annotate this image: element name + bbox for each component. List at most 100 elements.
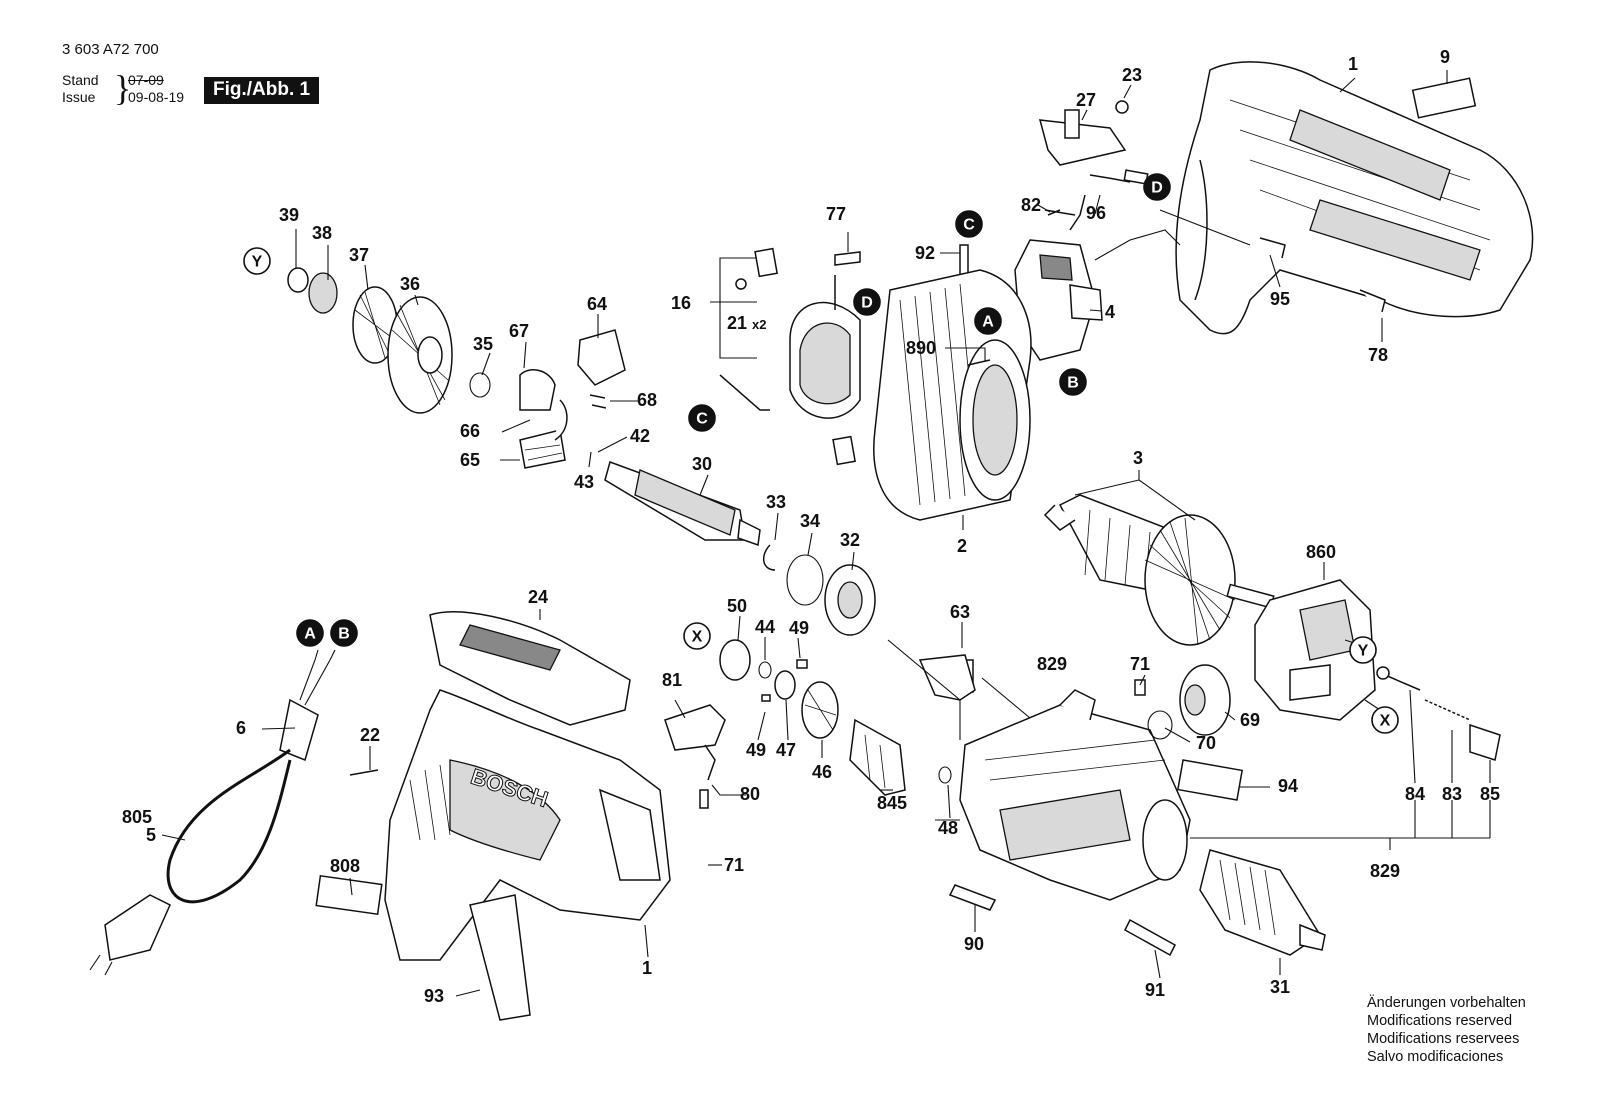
part-label-30: 30 bbox=[692, 454, 712, 474]
svg-text:A: A bbox=[982, 314, 994, 331]
part-label-63: 63 bbox=[950, 602, 970, 622]
power-cable-drawing bbox=[89, 649, 336, 976]
svg-text:C: C bbox=[696, 411, 708, 428]
part-label-22: 22 bbox=[360, 725, 380, 745]
part-label-85: 85 bbox=[1480, 784, 1500, 804]
stand-label: Stand bbox=[62, 72, 99, 88]
bearing-cover-drawing bbox=[1134, 664, 1231, 740]
part-label-39: 39 bbox=[279, 205, 299, 225]
part-label-829-upper: 829 bbox=[1037, 654, 1067, 674]
part-label-24: 24 bbox=[528, 587, 548, 607]
part-label-80: 80 bbox=[740, 784, 760, 804]
part-label-78: 78 bbox=[1368, 345, 1388, 365]
housing-half-drawing bbox=[1175, 61, 1534, 335]
part-label-23: 23 bbox=[1122, 65, 1142, 85]
modifications-line-en: Modifications reserved bbox=[1367, 1013, 1513, 1029]
svg-text:D: D bbox=[861, 295, 873, 312]
chuck-drawing bbox=[1199, 849, 1326, 956]
revision-block: Stand Issue } 07-09 09-08-19 bbox=[62, 70, 184, 106]
quantity-note: x2 bbox=[752, 317, 766, 332]
part-label-48: 48 bbox=[938, 818, 958, 838]
part-label-91: 91 bbox=[1145, 980, 1165, 1000]
brace-icon: } bbox=[114, 68, 132, 108]
motor-housing-drawing: BOSCH bbox=[315, 611, 1244, 1021]
gear-housing-drawing bbox=[1254, 579, 1376, 721]
part-label-71-upper: 71 bbox=[1130, 654, 1150, 674]
part-label-860: 860 bbox=[1306, 542, 1336, 562]
part-label-50: 50 bbox=[727, 596, 747, 616]
part-label-9: 9 bbox=[1440, 47, 1450, 67]
part-label-66: 66 bbox=[460, 421, 480, 441]
part-label-67: 67 bbox=[509, 321, 529, 341]
part-label-38: 38 bbox=[312, 223, 332, 243]
part-label-27: 27 bbox=[1076, 90, 1096, 110]
part-label-3: 3 bbox=[1133, 448, 1143, 468]
part-label-21: 21 bbox=[727, 313, 747, 333]
part-label-43: 43 bbox=[574, 472, 594, 492]
part-label-34: 34 bbox=[800, 511, 820, 531]
stator-drawing bbox=[873, 269, 1032, 521]
svg-text:B: B bbox=[338, 626, 350, 643]
revision-dates: 07-09 09-08-19 bbox=[128, 72, 218, 106]
label-plate-808 bbox=[315, 874, 383, 916]
part-label-1: 1 bbox=[1348, 54, 1358, 74]
spindle-drawing bbox=[604, 461, 876, 636]
svg-text:Y: Y bbox=[1358, 643, 1369, 660]
modifications-note: Änderungen vorbehalten Modifications res… bbox=[1367, 994, 1526, 1066]
part-label-49-lower: 49 bbox=[746, 740, 766, 760]
part-labels: 1 9 23 27 82 96 92 4 95 78 890 77 16 21 … bbox=[122, 47, 1500, 1006]
modifications-line-de: Änderungen vorbehalten bbox=[1367, 995, 1526, 1011]
intermediate-gear-drawing bbox=[719, 639, 952, 796]
part-label-5: 5 bbox=[146, 825, 156, 845]
part-label-829-lower: 829 bbox=[1370, 861, 1400, 881]
switch-trigger-27 bbox=[1038, 119, 1127, 166]
modifications-line-fr: Modifications reservees bbox=[1367, 1031, 1520, 1047]
part-label-2: 2 bbox=[957, 536, 967, 556]
svg-text:X: X bbox=[692, 629, 703, 646]
part-label-33: 33 bbox=[766, 492, 786, 512]
svg-text:B: B bbox=[1067, 375, 1079, 392]
callout-y-right: Y bbox=[1349, 636, 1377, 664]
part-label-46: 46 bbox=[812, 762, 832, 782]
part-label-6: 6 bbox=[236, 718, 246, 738]
part-label-84: 84 bbox=[1405, 784, 1425, 804]
callout-d-upper: D bbox=[1143, 173, 1171, 201]
callout-a-cable: A bbox=[296, 619, 324, 647]
part-label-93: 93 bbox=[424, 986, 444, 1006]
label-plate-9 bbox=[1411, 77, 1477, 119]
modifications-line-es: Salvo modificaciones bbox=[1367, 1049, 1504, 1065]
callout-markers: Y C D A B D C bbox=[243, 173, 1399, 734]
part-label-845: 845 bbox=[877, 793, 907, 813]
part-label-35: 35 bbox=[473, 334, 493, 354]
callout-b-cable: B bbox=[330, 619, 358, 647]
callout-x-right: X bbox=[1371, 706, 1399, 734]
part-label-42: 42 bbox=[630, 426, 650, 446]
part-label-68: 68 bbox=[637, 390, 657, 410]
callout-c-upper: C bbox=[955, 210, 983, 238]
part-label-31: 31 bbox=[1270, 977, 1290, 997]
part-label-890: 890 bbox=[906, 338, 936, 358]
part-label-70: 70 bbox=[1196, 733, 1216, 753]
callout-d-middle: D bbox=[853, 288, 881, 316]
svg-text:A: A bbox=[304, 626, 316, 643]
figure-label: Fig./Abb. 1 bbox=[204, 77, 320, 104]
part-label-81: 81 bbox=[662, 670, 682, 690]
part-label-808: 808 bbox=[330, 856, 360, 876]
part-label-96: 96 bbox=[1086, 203, 1106, 223]
svg-text:X: X bbox=[1380, 713, 1391, 730]
stand-old-date: 07-09 bbox=[128, 72, 164, 88]
part-label-49-upper: 49 bbox=[789, 618, 809, 638]
part-label-94: 94 bbox=[1278, 776, 1298, 796]
part-label-69: 69 bbox=[1240, 710, 1260, 730]
screws-drawing bbox=[699, 209, 1386, 957]
part-label-65: 65 bbox=[460, 450, 480, 470]
clutch-drawing bbox=[519, 329, 626, 469]
part-label-90: 90 bbox=[964, 934, 984, 954]
callout-b-upper: B bbox=[1059, 368, 1087, 396]
part-label-95: 95 bbox=[1270, 289, 1290, 309]
front-housing-drawing bbox=[959, 689, 1191, 901]
part-label-36: 36 bbox=[400, 274, 420, 294]
issue-label: Issue bbox=[62, 89, 96, 105]
